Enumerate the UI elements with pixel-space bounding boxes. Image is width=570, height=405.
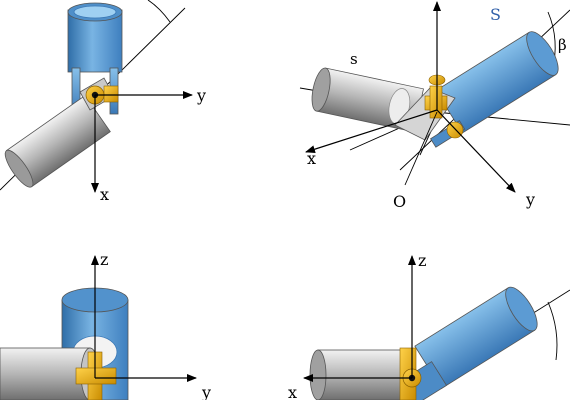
origin-label: O — [393, 192, 406, 211]
y-axis-label: y — [525, 190, 535, 209]
y-axis-label: y — [201, 383, 211, 400]
panel-top-left: y x — [0, 0, 206, 204]
blue-cylinder — [402, 286, 538, 404]
z-axis-label: z — [418, 251, 426, 270]
beta-label: β — [558, 36, 567, 54]
y-axis-arrow — [436, 109, 516, 193]
y-axis-label: y — [196, 86, 206, 105]
s-label: s — [350, 50, 358, 68]
x-axis-arrow — [305, 109, 438, 154]
gray-shaft — [4, 95, 111, 188]
panel-bottom-left: z y — [0, 250, 211, 402]
angle-arc — [147, 0, 171, 23]
panel-bottom-right: z x — [288, 251, 570, 404]
x-axis-label: x — [307, 149, 316, 168]
angle-arc — [547, 301, 558, 361]
gray-cylinder — [309, 349, 415, 401]
x-axis-label: x — [288, 383, 297, 400]
z-axis-label: z — [100, 250, 108, 269]
panel-top-right: β S s x y O — [299, 1, 570, 211]
x-axis-label: x — [100, 185, 109, 204]
S-label: S — [490, 5, 501, 24]
origin-leader — [404, 111, 438, 186]
